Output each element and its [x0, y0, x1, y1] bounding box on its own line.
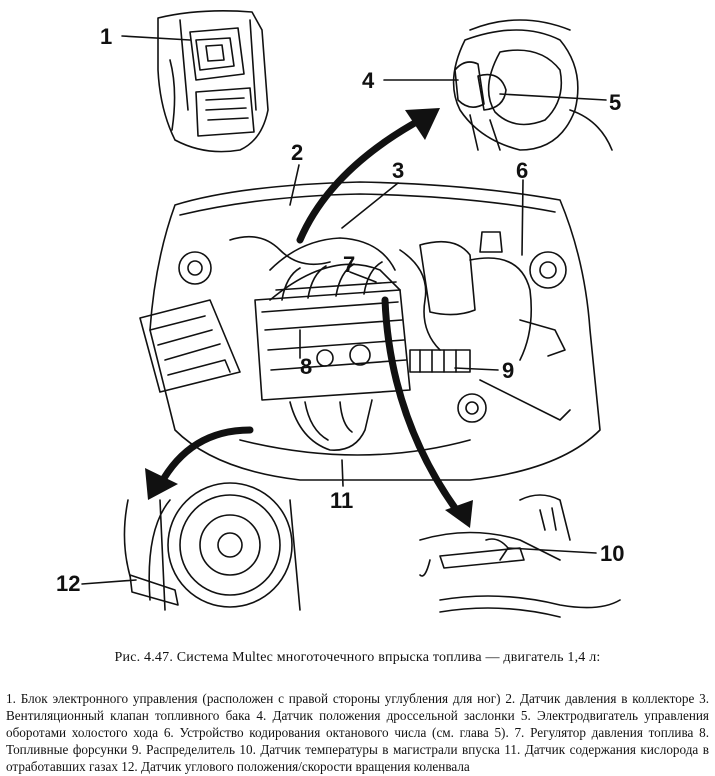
engine-bay: [139, 181, 601, 481]
engine-diagram: 1 2 3 4 5 6 7 8 9 10 11 12: [56, 10, 624, 618]
arrow-to-temp: [381, 296, 464, 519]
callout-12: 12: [56, 571, 80, 596]
ecu-inset: [157, 10, 269, 153]
crank-pulley-inset: [123, 482, 301, 611]
callout-7: 7: [343, 252, 355, 277]
callout-10: 10: [600, 541, 624, 566]
arrow-to-throttle: [296, 116, 424, 244]
callout-11: 11: [330, 488, 353, 513]
arrow-to-pulley: [156, 426, 254, 489]
arrowhead-pulley: [145, 468, 178, 500]
callout-2: 2: [291, 140, 303, 165]
callout-6: 6: [516, 158, 528, 183]
figure-caption-legend: 1. Блок электронного управления (располо…: [6, 691, 709, 774]
callout-9: 9: [502, 358, 514, 383]
intake-temp-inset: [419, 494, 621, 618]
throttle-body-inset: [452, 19, 613, 151]
callout-5: 5: [609, 90, 621, 115]
arrowhead-throttle: [405, 108, 440, 140]
figure-caption-title: Рис. 4.47. Система Multec многоточечного…: [114, 650, 601, 665]
arrowhead-temp: [445, 500, 473, 528]
callout-3: 3: [392, 158, 404, 183]
callout-4: 4: [362, 68, 375, 93]
callout-1: 1: [100, 24, 112, 49]
callout-8: 8: [300, 354, 312, 379]
